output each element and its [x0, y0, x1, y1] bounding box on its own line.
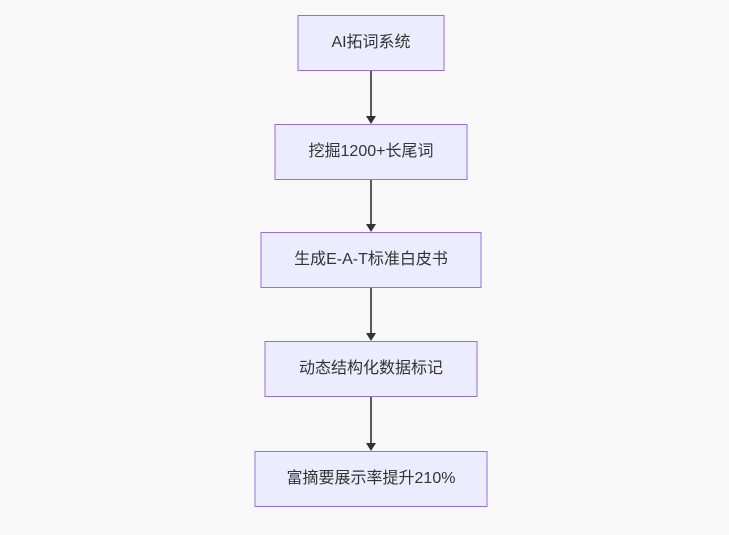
arrowhead-down-icon — [366, 116, 376, 124]
flow-edge-4 — [366, 397, 376, 451]
node-label: 富摘要展示率提升210% — [286, 470, 456, 487]
node-label: AI拓词系统 — [331, 34, 411, 51]
arrowhead-down-icon — [366, 333, 376, 341]
flowchart-node-5: 富摘要展示率提升210% — [254, 451, 488, 507]
arrowhead-down-icon — [366, 224, 376, 232]
edge-line — [370, 288, 372, 333]
flowchart-node-2: 挖掘1200+长尾词 — [274, 124, 468, 180]
node-label: 动态结构化数据标记 — [298, 360, 443, 377]
flow-edge-1 — [366, 71, 376, 124]
flow-edge-2 — [366, 180, 376, 232]
node-label: 生成E-A-T标准白皮书 — [294, 251, 448, 268]
flowchart-node-1: AI拓词系统 — [297, 15, 445, 71]
flowchart-node-4: 动态结构化数据标记 — [264, 341, 478, 397]
edge-line — [370, 180, 372, 224]
flow-edge-3 — [366, 288, 376, 341]
arrowhead-down-icon — [366, 443, 376, 451]
edge-line — [370, 71, 372, 116]
edge-line — [370, 397, 372, 443]
node-label: 挖掘1200+长尾词 — [308, 143, 434, 160]
flowchart-node-3: 生成E-A-T标准白皮书 — [260, 232, 482, 288]
